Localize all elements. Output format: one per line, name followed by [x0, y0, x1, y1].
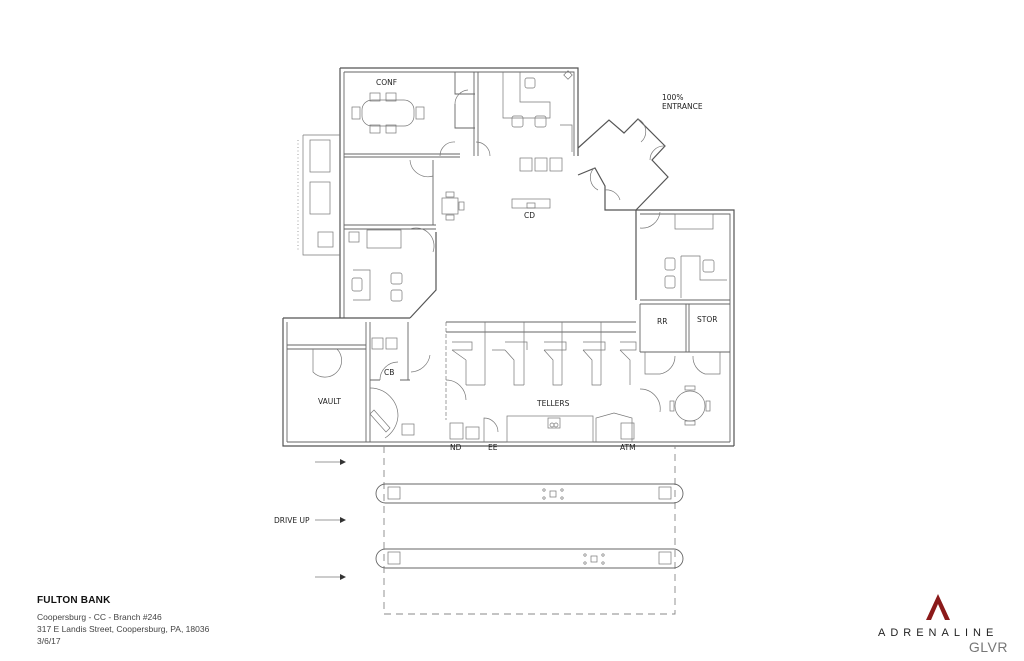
bank-name: FULTON BANK [37, 595, 111, 606]
rr-stor-rooms: RR STOR [639, 304, 730, 375]
address: 317 E Landis Street, Coopersburg, PA, 18… [37, 624, 210, 634]
project-info: FULTON BANK Coopersburg - CC - Branch #2… [37, 595, 209, 647]
conf-room: CONF [344, 78, 460, 158]
cd-label: CD [524, 211, 535, 220]
round-table [639, 385, 711, 426]
nd-label: ND [450, 443, 462, 452]
company-logo: ADRENALINE GLVR [878, 594, 1008, 655]
lobby-table [441, 191, 465, 221]
atm-label: ATM [620, 443, 636, 452]
teller-area: TELLERS [445, 321, 637, 443]
cd-desk: CD [511, 198, 551, 220]
ee-label: EE [488, 443, 498, 452]
nd-atm-units: ND EE ATM [449, 422, 636, 452]
lane-arrow-2 [315, 517, 346, 523]
logo-wordmark: ADRENALINE [878, 627, 999, 639]
office-top [502, 70, 573, 172]
branch-info: Coopersburg - CC - Branch #246 [37, 612, 162, 622]
office-left [351, 269, 403, 302]
rr-label: RR [657, 317, 667, 326]
drive-up-island-2 [375, 548, 684, 569]
drive-up-label: DRIVE UP [274, 516, 310, 525]
logo-peak-icon [926, 594, 950, 620]
vault-label: VAULT [318, 397, 341, 406]
logo-sub: GLVR [968, 639, 1008, 655]
office-right [639, 211, 730, 305]
entrance-label-line1: 100% [662, 93, 683, 102]
closet [439, 72, 491, 157]
cb-room: CB [365, 322, 431, 442]
drive-up-lanes: DRIVE UP [274, 446, 684, 615]
lane-arrow-1 [315, 459, 346, 465]
entrance-vestibule: 100% ENTRANCE [577, 93, 703, 211]
stor-label: STOR [697, 315, 717, 324]
left-middle-room [344, 159, 436, 253]
date: 3/6/17 [37, 636, 61, 646]
vault-room: VAULT [287, 344, 415, 439]
entrance-label-line2: ENTRANCE [662, 102, 703, 111]
cb-label: CB [384, 368, 394, 377]
exterior-deck [297, 134, 340, 256]
outer-walls [282, 67, 735, 447]
drive-up-island-1 [375, 483, 684, 504]
lane-arrow-3 [315, 574, 346, 580]
tellers-label: TELLERS [536, 399, 570, 408]
conf-label: CONF [376, 78, 397, 87]
